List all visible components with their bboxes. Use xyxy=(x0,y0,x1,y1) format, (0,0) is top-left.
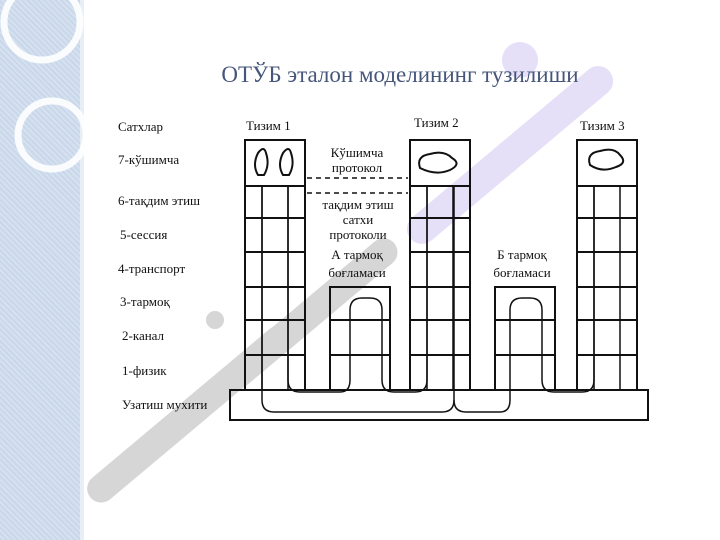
level-label: 4-транспорт xyxy=(118,261,185,276)
levels-header: Сатхлар xyxy=(118,119,163,134)
process-blobs xyxy=(254,148,625,176)
system-label: Тизим 1 xyxy=(246,118,291,133)
system-stack xyxy=(576,139,638,391)
protocol-arrows xyxy=(307,177,408,194)
protocol-label: тақдим этиш xyxy=(322,197,393,212)
system-label: Тизим 2 xyxy=(414,115,459,130)
level-label: 6-тақдим этиш xyxy=(118,193,200,208)
protocol-label: протокол xyxy=(332,160,383,175)
node-label: Б тармоқ xyxy=(497,247,547,262)
level-label: 5-сессия xyxy=(120,227,167,242)
watermark-graphic xyxy=(87,42,614,503)
protocol-label: протоколи xyxy=(329,227,386,242)
node-label: боғламаси xyxy=(328,265,385,280)
network-node xyxy=(494,286,556,391)
decorative-side-band xyxy=(0,0,80,540)
decorative-divider xyxy=(80,0,84,540)
signal-path xyxy=(287,186,428,393)
page-title: ОТЎБ эталон моделининг тузилиши xyxy=(221,62,579,87)
node-label: А тармоқ xyxy=(331,247,383,262)
level-label: 2-канал xyxy=(122,328,165,343)
level-label: 7-кўшимча xyxy=(118,152,179,167)
node-label: боғламаси xyxy=(493,265,550,280)
system-label: Тизим 3 xyxy=(580,118,625,133)
signal-path xyxy=(261,186,455,413)
protocol-label: сатхи xyxy=(343,212,374,227)
decorative-circles xyxy=(0,0,90,173)
transmission-medium xyxy=(229,389,649,421)
protocol-label: Кўшимча xyxy=(331,145,384,160)
level-label: Узатиш мухити xyxy=(122,397,207,412)
level-label: 3-тармоқ xyxy=(120,294,170,309)
level-label: 1-физик xyxy=(122,363,167,378)
signal-path xyxy=(453,186,595,413)
